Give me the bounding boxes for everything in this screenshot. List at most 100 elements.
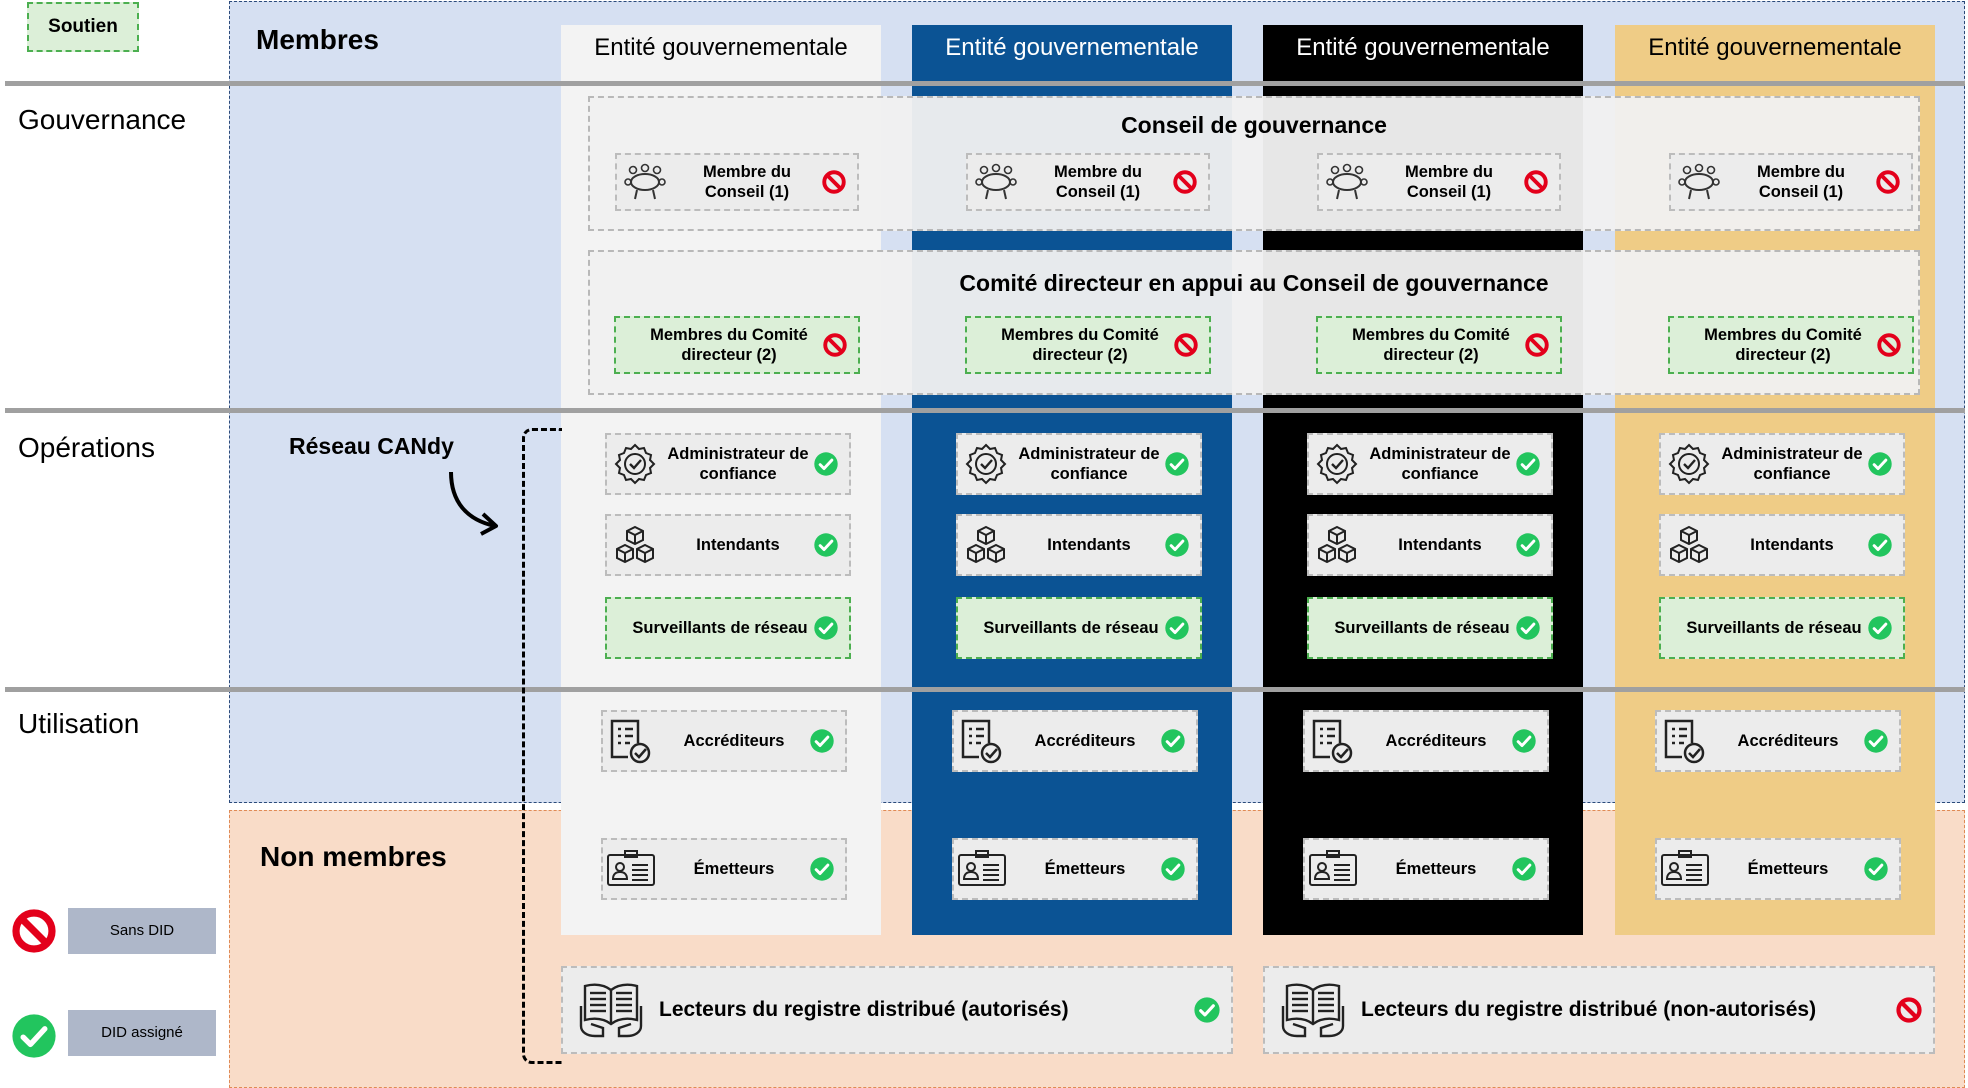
did-assigned-icon	[809, 856, 835, 882]
usage-role-card: Accréditeurs	[1655, 710, 1901, 772]
usage-role-card: Émetteurs	[601, 838, 847, 900]
no-did-icon	[821, 169, 847, 195]
row-separator	[5, 408, 1965, 413]
ledger-reader-card: Lecteurs du registre distribué (autorisé…	[561, 966, 1233, 1054]
card-spacer	[1661, 604, 1681, 652]
operations-role-card: Administrateur de confiance	[1659, 433, 1905, 495]
legend-did-assigned: DID assigné	[68, 1010, 216, 1056]
badge-check-icon	[958, 440, 1014, 488]
did-assigned-icon	[1164, 615, 1190, 641]
council-member-card: Membre du Conseil (1)	[1669, 153, 1913, 211]
committee-member-card: Membres du Comité directeur (2)	[1316, 316, 1562, 374]
did-assigned-icon	[1164, 451, 1190, 477]
operations-role-card-label: Administrateur de confiance	[1369, 445, 1511, 483]
committee-member-card-label: Membres du Comité directeur (2)	[1352, 326, 1510, 364]
operations-role-card-label: Administrateur de confiance	[667, 445, 809, 483]
did-assigned-icon	[813, 451, 839, 477]
committee-member-card-label: Membres du Comité directeur (2)	[1704, 326, 1862, 364]
council-member-card-label: Membre du Conseil (1)	[1756, 163, 1845, 201]
checklist-icon	[1657, 717, 1713, 765]
curved-arrow-icon	[445, 468, 505, 541]
did-assigned-icon	[1867, 532, 1893, 558]
did-assigned-icon	[1867, 451, 1893, 477]
did-assigned-icon	[1160, 728, 1186, 754]
badge-check-icon	[1661, 440, 1717, 488]
operations-role-card: Administrateur de confiance	[605, 433, 851, 495]
council-member-card: Membre du Conseil (1)	[615, 153, 859, 211]
id-card-icon	[1657, 845, 1713, 893]
usage-role-card-label: Accréditeurs	[683, 732, 785, 750]
operations-role-card: Intendants	[605, 514, 851, 576]
meeting-table-icon	[617, 158, 673, 206]
council-member-card-label: Membre du Conseil (1)	[1404, 163, 1493, 201]
cubes-icon	[1661, 521, 1717, 569]
committee-member-card: Membres du Comité directeur (2)	[965, 316, 1211, 374]
did-assigned-icon	[809, 728, 835, 754]
badge-check-icon	[1309, 440, 1365, 488]
operations-role-card-label: Surveillants de réseau	[1686, 619, 1862, 637]
usage-role-card-label: Émetteurs	[1747, 860, 1829, 878]
members-title: Membres	[256, 24, 379, 55]
legend-support-box: Soutien	[27, 2, 139, 52]
no-did-icon	[1895, 996, 1923, 1024]
operations-role-card-label: Surveillants de réseau	[983, 619, 1159, 637]
operations-role-card: Surveillants de réseau	[1659, 597, 1905, 659]
operations-role-card: Surveillants de réseau	[1307, 597, 1553, 659]
operations-role-card-label: Intendants	[1750, 536, 1834, 554]
committee-member-card-label: Membres du Comité directeur (2)	[650, 326, 808, 364]
operations-role-card-label: Intendants	[1047, 536, 1131, 554]
usage-role-card-label: Accréditeurs	[1034, 732, 1136, 750]
meeting-table-icon	[1671, 158, 1727, 206]
ledger-reader-card-label: Lecteurs du registre distribué (autorisé…	[659, 998, 1069, 1021]
no-did-icon	[1172, 169, 1198, 195]
entity-column-title: Entité gouvernementale	[1648, 34, 1902, 61]
committee-member-card: Membres du Comité directeur (2)	[1668, 316, 1914, 374]
council-title: Conseil de gouvernance	[1121, 112, 1387, 138]
council-member-card: Membre du Conseil (1)	[966, 153, 1210, 211]
card-spacer	[1318, 321, 1338, 369]
open-book-hands-icon	[1265, 983, 1361, 1038]
cubes-icon	[958, 521, 1014, 569]
row-separator	[5, 687, 1965, 692]
entity-column-title: Entité gouvernementale	[594, 34, 848, 61]
did-assigned-icon	[1515, 532, 1541, 558]
badge-check-icon	[607, 440, 663, 488]
operations-role-card-label: Administrateur de confiance	[1721, 445, 1863, 483]
usage-role-card-label: Accréditeurs	[1737, 732, 1839, 750]
meeting-table-icon	[968, 158, 1024, 206]
card-spacer	[967, 321, 987, 369]
no-did-icon	[822, 332, 848, 358]
card-spacer	[616, 321, 636, 369]
non-members-title: Non membres	[260, 841, 447, 872]
operations-role-card: Intendants	[1307, 514, 1553, 576]
operations-role-card-label: Surveillants de réseau	[632, 619, 808, 637]
cubes-icon	[607, 521, 663, 569]
card-spacer	[607, 604, 627, 652]
no-did-icon	[1876, 332, 1902, 358]
legend-no-did: Sans DID	[68, 908, 216, 954]
usage-role-card: Accréditeurs	[601, 710, 847, 772]
usage-role-card: Accréditeurs	[1303, 710, 1549, 772]
council-member-card-label: Membre du Conseil (1)	[1053, 163, 1142, 201]
id-card-icon	[603, 845, 659, 893]
legend-support-label: Soutien	[48, 16, 118, 37]
network-bracket	[522, 428, 562, 1064]
card-spacer	[958, 604, 978, 652]
did-assigned-icon	[1867, 615, 1893, 641]
usage-role-card: Émetteurs	[952, 838, 1198, 900]
did-assigned-icon	[1160, 856, 1186, 882]
committee-member-card-label: Membres du Comité directeur (2)	[1001, 326, 1159, 364]
usage-role-card-label: Émetteurs	[1395, 860, 1477, 878]
id-card-icon	[1305, 845, 1361, 893]
operations-role-card-label: Administrateur de confiance	[1018, 445, 1160, 483]
operations-role-card: Administrateur de confiance	[1307, 433, 1553, 495]
did-assigned-icon	[813, 532, 839, 558]
no-did-icon	[1523, 169, 1549, 195]
operations-role-card: Surveillants de réseau	[605, 597, 851, 659]
card-spacer	[1670, 321, 1690, 369]
no-did-icon	[1524, 332, 1550, 358]
did-assigned-icon	[1863, 856, 1889, 882]
did-assigned-icon	[1515, 451, 1541, 477]
did-legend-icon	[10, 1012, 58, 1065]
usage-role-card-label: Accréditeurs	[1385, 732, 1487, 750]
